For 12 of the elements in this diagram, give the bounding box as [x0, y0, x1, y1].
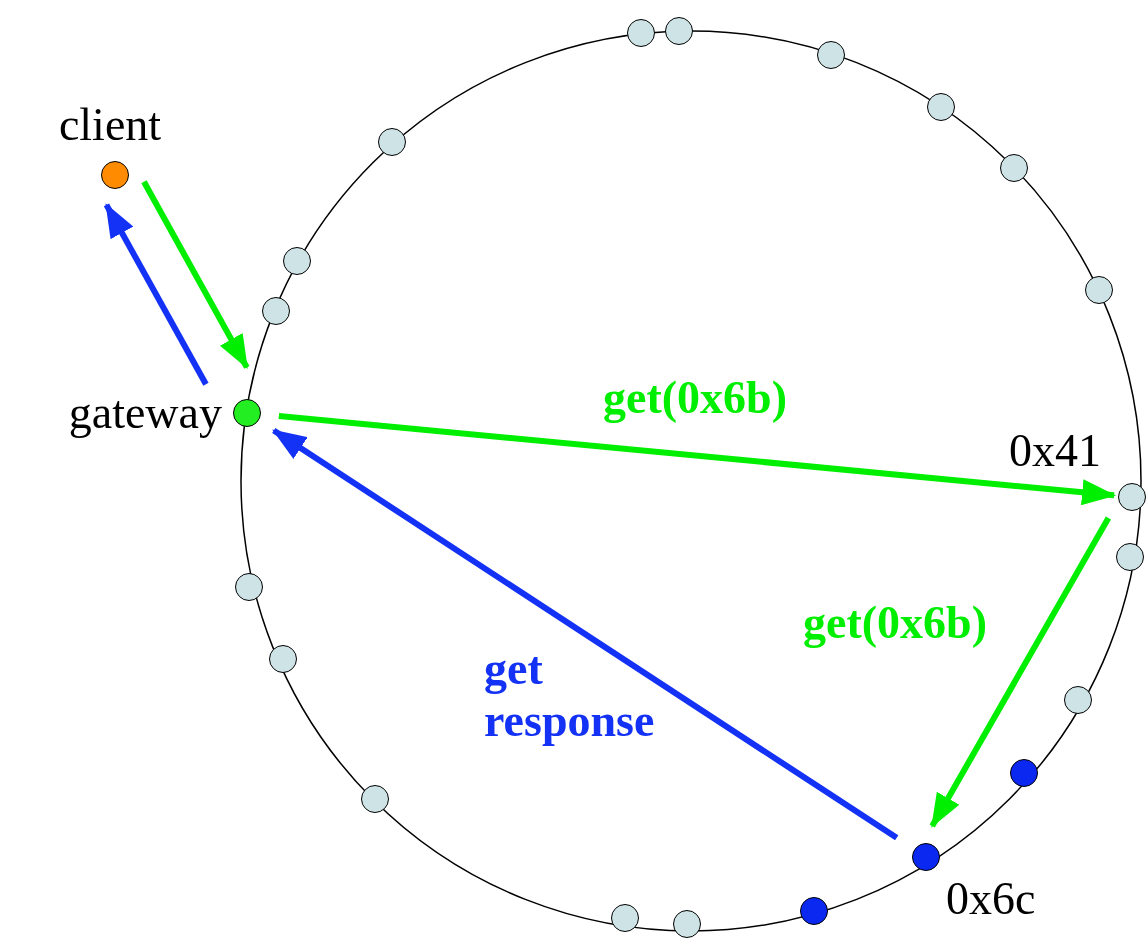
node-label: client [57, 100, 163, 150]
node-label: 0x41 [1008, 426, 1102, 476]
node-label: 0x6c [946, 874, 1037, 924]
arrow [929, 516, 1112, 828]
node-label: gateway [67, 388, 222, 438]
arrow [141, 180, 250, 370]
edge-label: get response [484, 643, 656, 747]
arrow [272, 428, 899, 841]
arrow [278, 413, 1117, 506]
arrow [103, 203, 209, 386]
edge-label: get(0x6b) [802, 597, 988, 649]
edge-label: get(0x6b) [602, 372, 788, 424]
